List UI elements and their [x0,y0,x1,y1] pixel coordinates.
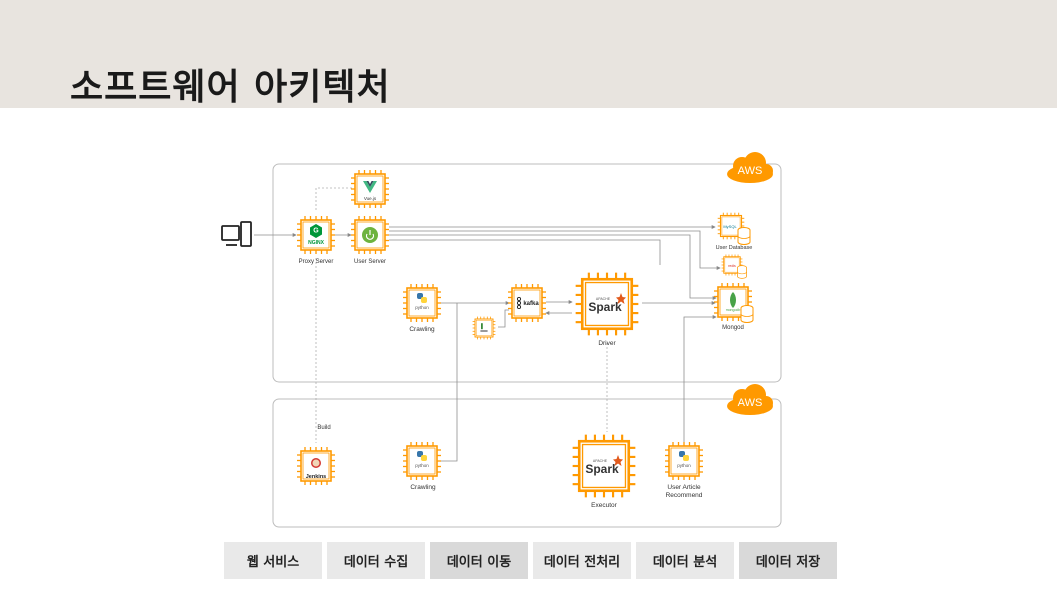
python-label-bottom: python [415,463,429,468]
svg-text:G: G [313,228,319,235]
mongodb-label: mongodb [726,308,741,312]
jenkins-chip-icon [296,446,336,486]
header-banner [0,0,1057,108]
kafka-chip-icon [507,283,547,323]
python-label-top: python [415,305,429,310]
spark-executor-apache-label: APACHE [593,459,608,463]
mongod-label: Mongod [722,325,744,331]
python-recommend-chip-icon [664,441,704,481]
python-crawling-bottom-chip-icon [402,441,442,481]
recommend-label-line1: User Article [667,484,701,491]
vuejs-chip-icon [350,169,390,209]
tab-data-preprocessing[interactable]: 데이터 전처리 [533,542,631,579]
dashed-lines [315,187,608,443]
crawling-bottom-label: Crawling [410,484,436,491]
connection-lines [254,225,721,462]
spark-driver-apache-label: APACHE [596,297,611,301]
tab-data-storage[interactable]: 데이터 저장 [739,542,837,579]
redis-db-icon [737,265,747,279]
aws-label-bottom: AWS [738,397,763,409]
tab-data-collection[interactable]: 데이터 수집 [327,542,425,579]
python-crawling-top-chip-icon [402,283,442,323]
user-database-label: User Database [716,245,753,251]
jenkins-label: Jenkins [306,474,326,480]
client-computer-icon [221,221,252,247]
kafka-label: kafka [523,301,539,307]
mysql-label: MySQL [723,224,737,229]
vuejs-label: Vue.js [364,196,377,201]
spark-executor-label: Spark [585,462,619,476]
spark-executor-star-icon [613,455,623,466]
nginx-label: NGINX [308,240,325,246]
build-label: Build [317,425,330,431]
nginx-chip-icon: G [296,215,336,255]
spring-chip-icon [350,215,390,255]
proxy-server-label: Proxy Server [299,259,334,265]
aws-region-bottom [272,398,782,528]
spark-driver-star-icon [616,293,626,304]
tab-web-service[interactable]: 웹 서비스 [224,542,322,579]
user-database-db-icon [737,227,751,245]
producer-chip-icon [472,316,496,340]
spark-driver-label: Spark [588,300,622,314]
category-tabs: 웹 서비스 데이터 수집 데이터 이동 데이터 전처리 데이터 분석 데이터 저… [224,542,837,579]
aws-label-top: AWS [738,165,763,177]
python-label-recommend: python [677,463,691,468]
redis-label: redis [728,264,736,268]
aws-region-top [272,163,782,383]
user-server-label: User Server [354,259,386,265]
mongod-db-icon [740,305,754,323]
mongodb-chip-icon [713,282,753,322]
recommend-label-line2: Recommend [666,492,703,499]
crawling-top-label: Crawling [409,326,435,333]
tab-data-movement[interactable]: 데이터 이동 [430,542,528,579]
executor-label: Executor [591,502,617,509]
driver-label: Driver [598,340,616,347]
page-title: 소프트웨어 아키텍처 [70,67,391,108]
tab-data-analysis[interactable]: 데이터 분석 [636,542,734,579]
